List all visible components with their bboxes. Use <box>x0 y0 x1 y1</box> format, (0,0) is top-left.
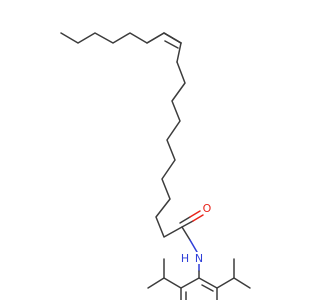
nitrogen-label: N <box>195 252 203 265</box>
methylene-chain <box>155 61 186 238</box>
alkyl-tail <box>60 32 182 44</box>
carbonyl-group <box>179 210 204 228</box>
left-isopropyl <box>147 258 182 289</box>
nitrogen-hydrogen-label: H <box>181 252 189 265</box>
amide-bond <box>181 226 198 253</box>
benzene-ring <box>180 277 218 300</box>
chemical-structure: O N H <box>60 32 251 300</box>
right-isopropyl <box>216 258 251 289</box>
cis-double-bond <box>146 32 182 63</box>
nitrogen-atom: N H <box>179 252 206 265</box>
oxygen-label: O <box>203 202 212 215</box>
oxygen-atom: O <box>202 202 212 215</box>
